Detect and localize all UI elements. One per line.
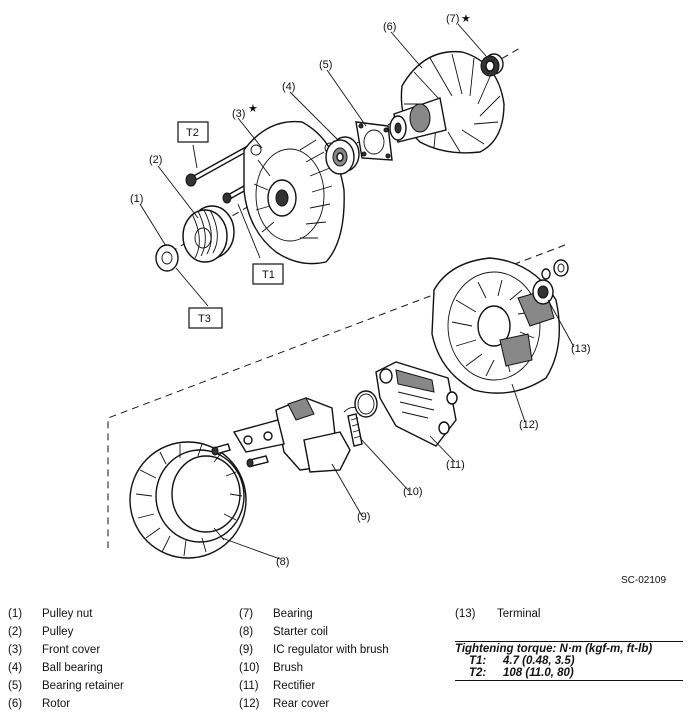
callout-8: (8)	[276, 556, 289, 568]
figure-code: SC-02109	[621, 575, 667, 586]
callout-5: (5)	[319, 59, 332, 71]
svg-text:T1: T1	[262, 269, 275, 281]
legend-item: (5)Bearing retainer	[8, 680, 124, 692]
legend-item: (9)IC regulator with brush	[239, 644, 389, 656]
exploded-alternator-diagram: (1) (2) (3) (4) (5) (6) (7) (8) (9) (10)…	[107, 13, 591, 568]
torque-row-t1: T1:4.7 (0.48, 3.5)	[469, 655, 575, 667]
callout-9: (9)	[357, 511, 370, 523]
leader-lines	[139, 23, 575, 560]
rear-cover-part	[431, 257, 560, 394]
gasket-ring-part	[354, 390, 378, 418]
callout-11: (11)	[446, 459, 465, 471]
callout-6: (6)	[383, 21, 396, 33]
callout-10: (10)	[403, 486, 423, 498]
star-marker-3: ★	[248, 103, 258, 115]
callout-4: (4)	[282, 81, 295, 93]
legend-item: (4)Ball bearing	[8, 662, 103, 674]
brush-part	[343, 407, 363, 447]
svg-text:T2: T2	[186, 127, 199, 139]
terminal-part	[532, 259, 569, 305]
torque-tag-t1: T1	[252, 263, 284, 285]
parts-legend-column-1: (1)Pulley nut (2)Pulley (3)Front cover (…	[8, 605, 124, 713]
rotor-part	[389, 50, 505, 154]
starter-coil-part	[129, 441, 247, 559]
callout-7: (7)	[446, 13, 459, 25]
star-marker-7: ★	[461, 13, 471, 25]
legend-item: (6)Rotor	[8, 698, 71, 710]
front-cover-part	[243, 120, 345, 265]
legend-item: (11)Rectifier	[239, 680, 316, 692]
legend-item: (1)Pulley nut	[8, 608, 93, 620]
callout-12: (12)	[519, 419, 539, 431]
parts-legend-column-2: (7)Bearing (8)Starter coil (9)IC regulat…	[239, 605, 389, 713]
cover-screw-part	[222, 185, 247, 204]
tightening-torque-table: Tightening torque: N·m (kgf-m, ft-lb) T1…	[455, 641, 683, 681]
torque-tag-t3: T3	[188, 307, 223, 329]
callout-1: (1)	[130, 193, 143, 205]
legend-item: (12)Rear cover	[239, 698, 330, 710]
svg-text:T3: T3	[198, 313, 211, 325]
legend-item: (2)Pulley	[8, 626, 74, 638]
parts-legend-column-3: (13)Terminal	[455, 605, 540, 623]
bearing-retainer-part	[355, 121, 393, 161]
torque-row-t2: T2:108 (11.0, 80)	[455, 667, 683, 681]
ic-regulator-part	[211, 397, 351, 473]
legend-item: (10)Brush	[239, 662, 304, 674]
ball-bearing-part	[325, 136, 360, 175]
torque-tag-t2: T2	[177, 121, 209, 143]
callout-13: (13)	[571, 343, 591, 355]
rectifier-part	[375, 361, 458, 447]
callout-2: (2)	[149, 154, 162, 166]
rear-bearing-part	[480, 53, 504, 77]
pulley-part	[182, 205, 235, 263]
legend-item: (7)Bearing	[239, 608, 313, 620]
callout-3: (3)	[232, 108, 245, 120]
callout-labels: (1) (2) (3) (4) (5) (6) (7) (8) (9) (10)…	[130, 13, 591, 568]
torque-heading: Tightening torque: N·m (kgf-m, ft-lb)	[455, 641, 683, 655]
legend-item: (13)Terminal	[455, 608, 541, 620]
legend-item: (8)Starter coil	[239, 626, 328, 638]
legend-item: (3)Front cover	[8, 644, 101, 656]
pulley-nut-part	[155, 244, 179, 272]
